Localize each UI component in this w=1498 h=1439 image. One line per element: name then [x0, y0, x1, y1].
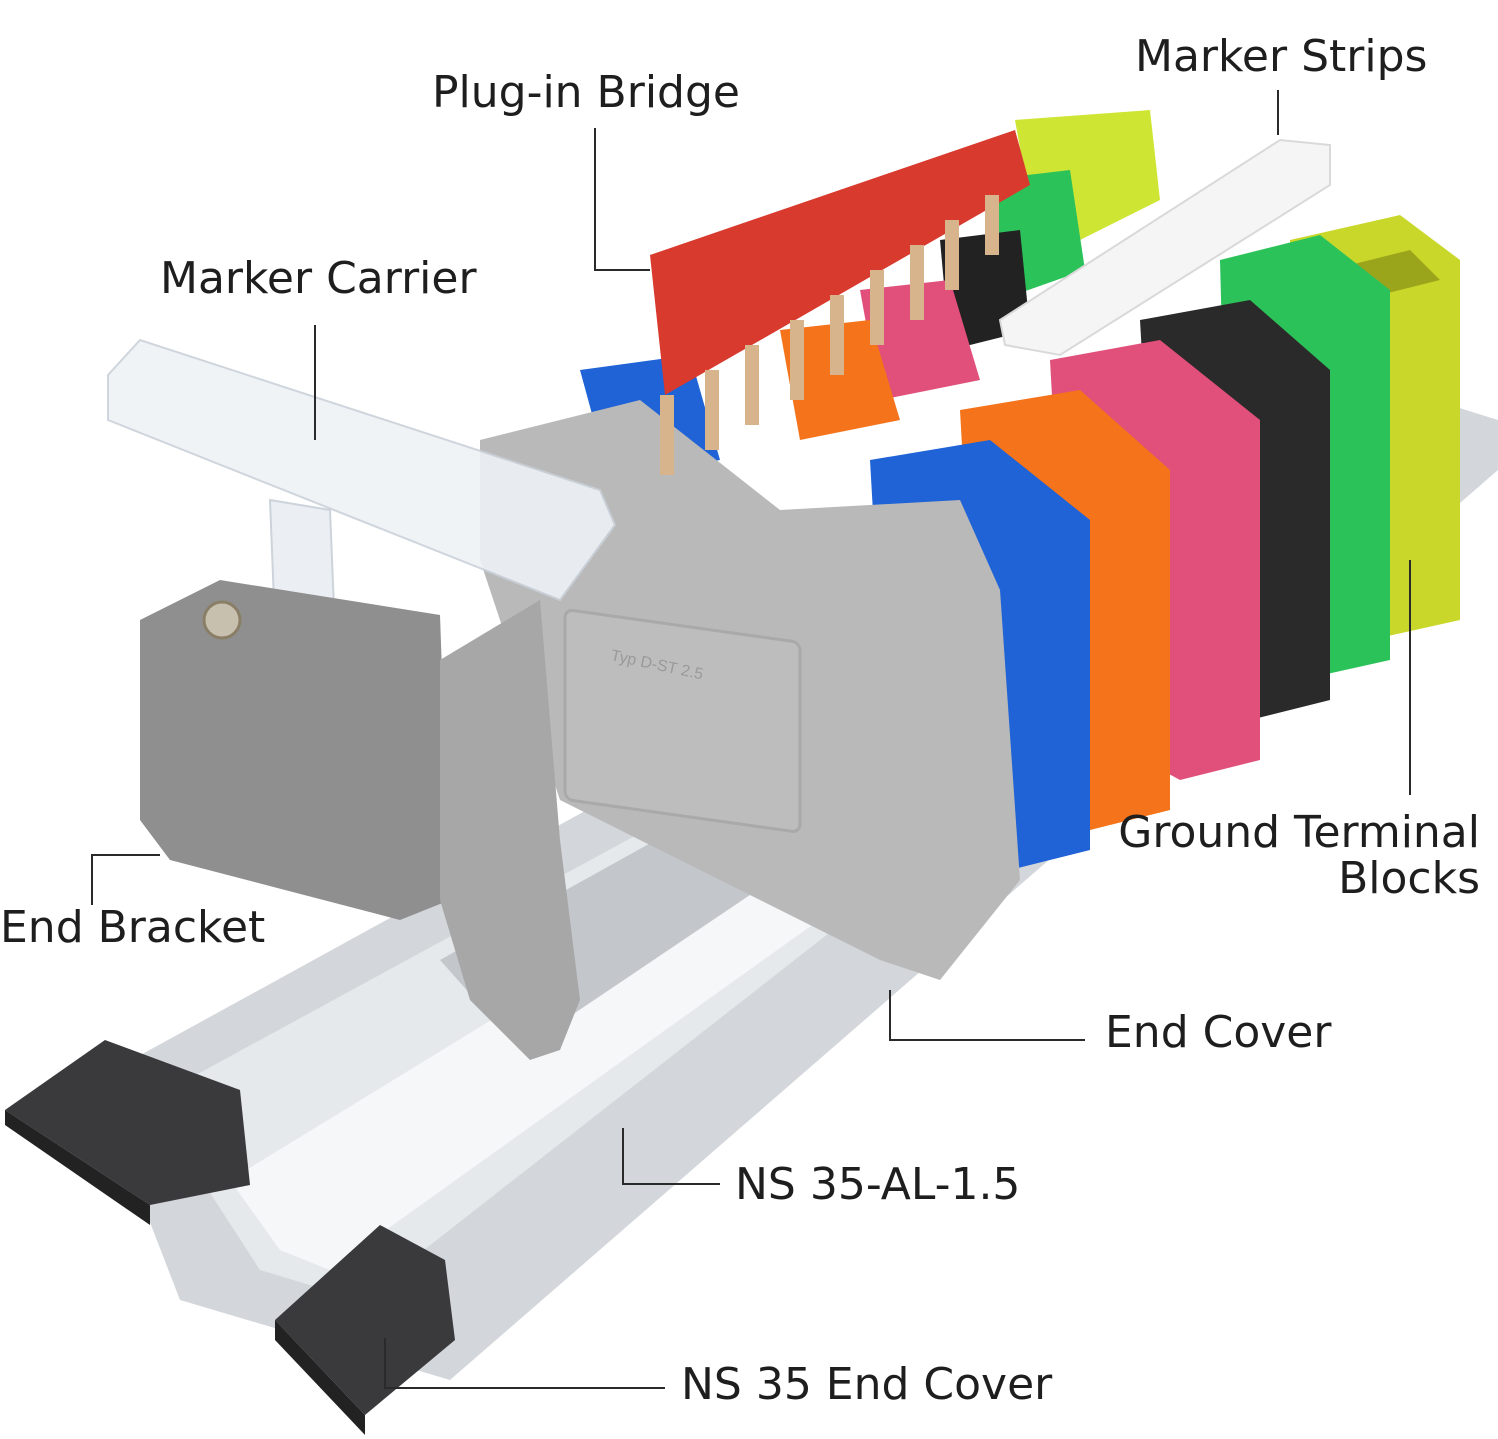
label-ns35-end-cover: NS 35 End Cover: [681, 1359, 1053, 1410]
label-end-bracket: End Bracket: [0, 902, 266, 953]
leader-plug-in-bridge: [594, 128, 650, 271]
leader-lines: [91, 90, 1411, 1389]
label-end-cover: End Cover: [1105, 1007, 1332, 1058]
leader-ns35-end-cover: [384, 1338, 665, 1389]
gray-terminal-block: [480, 400, 1020, 980]
label-ground-terminal-blocks: Ground Terminal Blocks: [1118, 807, 1480, 905]
leader-end-cover: [889, 990, 1085, 1041]
end-bracket: [140, 580, 580, 1060]
label-marker-carrier: Marker Carrier: [160, 253, 477, 304]
marker-strips: [998, 138, 1331, 357]
screw-icon: [202, 600, 242, 640]
ns35-end-cover-right: [275, 1225, 455, 1435]
label-din-rail: NS 35-AL-1.5: [735, 1159, 1021, 1210]
ns35-end-cover-left: [5, 1040, 250, 1225]
leader-end-bracket: [91, 854, 160, 905]
plug-in-bridge: [650, 130, 1030, 475]
label-ground-terminal-line2: Blocks: [1338, 853, 1480, 905]
label-ground-terminal-line1: Ground Terminal: [1118, 807, 1480, 858]
label-plug-in-bridge: Plug-in Bridge: [432, 67, 740, 118]
leader-din-rail: [622, 1128, 720, 1185]
label-marker-strips: Marker Strips: [1135, 31, 1428, 82]
